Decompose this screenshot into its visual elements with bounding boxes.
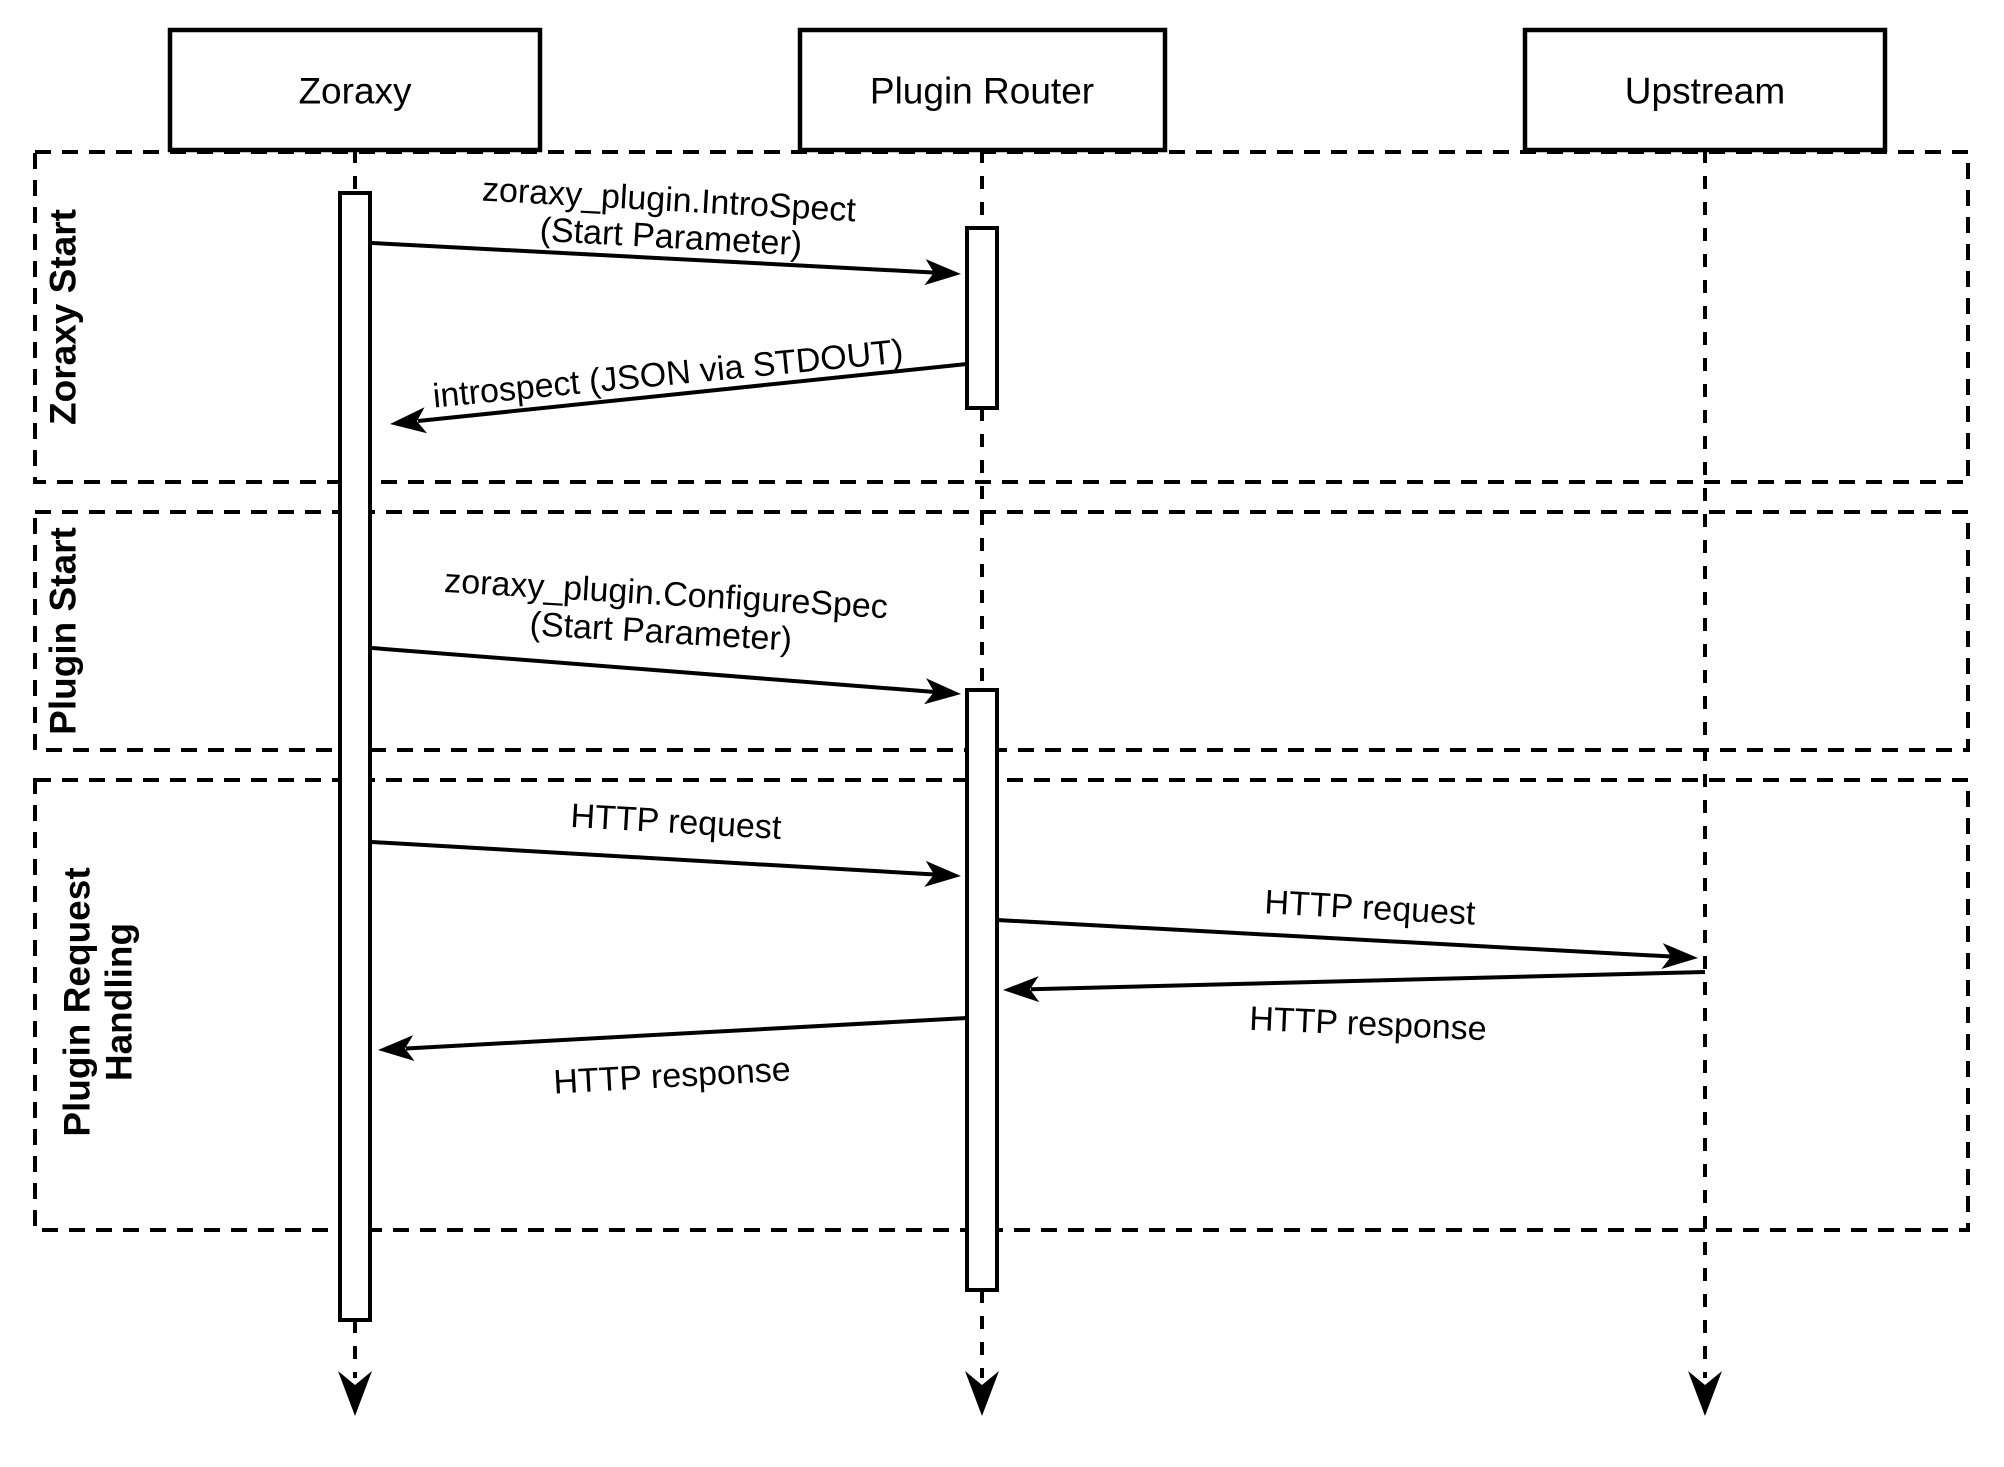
arrowhead-icon-http-request-zoraxy-to-router: [924, 860, 961, 887]
phase-label-plugin-request-handling-line1: Plugin Request: [57, 867, 98, 1136]
arrowhead-icon-introspect-call: [924, 259, 961, 286]
participant-label-plugin-router: Plugin Router: [870, 71, 1094, 112]
arrowhead-icon-introspect-return: [390, 407, 428, 434]
message-http-request-router-to-upstream: HTTP request: [996, 883, 1698, 969]
message-label-http-request-router-to-upstream: HTTP request: [1264, 883, 1477, 932]
message-line-introspect-call: [371, 241, 936, 275]
participant-label-upstream: Upstream: [1625, 71, 1785, 112]
participant-box-zoraxy: [167, 27, 543, 153]
activation-zoraxy: [338, 191, 372, 1322]
phase-label-plugin-request-handling-line2: Handling: [99, 923, 140, 1081]
lifeline-end-arrow-icon-plugin-router: [965, 1371, 999, 1416]
phase-band-zoraxy-start: [33, 150, 1970, 484]
message-label-http-response-upstream-to-router: HTTP response: [1249, 1000, 1488, 1048]
message-introspect-return: introspect (JSON via STDOUT): [390, 332, 968, 434]
phase-band-plugin-start: [33, 510, 1970, 752]
activation-plugin-router-1: [965, 226, 999, 410]
lifeline-end-arrow-icon-upstream: [1688, 1371, 1722, 1416]
arrowhead-icon-http-response-router-to-zoraxy: [378, 1035, 415, 1061]
message-line-configurespec-call: [371, 646, 936, 694]
message-http-request-zoraxy-to-router: HTTP request: [371, 797, 961, 887]
message-label-http-response-router-to-zoraxy: HTTP response: [552, 1050, 791, 1101]
message-line-http-response-router-to-zoraxy: [405, 1016, 968, 1051]
message-label-introspect-return: introspect (JSON via STDOUT): [431, 332, 905, 415]
message-label-http-request-zoraxy-to-router: HTTP request: [570, 797, 783, 847]
activations: [338, 191, 999, 1322]
phase-label-plugin-start: Plugin Start: [43, 527, 84, 735]
message-configurespec-call: zoraxy_plugin.ConfigureSpec (Start Param…: [371, 562, 961, 705]
activation-plugin-router-2: [965, 688, 999, 1292]
participants: Zoraxy Plugin Router Upstream: [167, 27, 1888, 153]
participant-label-zoraxy: Zoraxy: [298, 71, 412, 112]
phase-band-plugin-request-handling: [33, 778, 1970, 1232]
lifelines: [338, 150, 1722, 1416]
message-introspect-call: zoraxy_plugin.IntroSpect (Start Paramete…: [371, 171, 961, 286]
messages: zoraxy_plugin.IntroSpect (Start Paramete…: [371, 171, 1706, 1102]
message-line-http-request-router-to-upstream: [996, 918, 1672, 959]
message-line-http-response-upstream-to-router: [1030, 970, 1706, 992]
participant-box-upstream: [1522, 27, 1888, 153]
message-line-introspect-return: [417, 362, 968, 423]
message-line-http-request-zoraxy-to-router: [371, 840, 936, 877]
arrowhead-icon-http-request-router-to-upstream: [1661, 943, 1698, 969]
phase-label-zoraxy-start: Zoraxy Start: [43, 209, 84, 425]
arrowhead-icon-http-response-upstream-to-router: [1003, 976, 1040, 1003]
message-http-response-upstream-to-router: HTTP response: [1003, 970, 1706, 1048]
message-http-response-router-to-zoraxy: HTTP response: [378, 1016, 968, 1102]
phase-bands: Zoraxy Start Plugin Start Plugin Request…: [33, 150, 1970, 1232]
participant-box-plugin-router: [797, 27, 1168, 153]
lifeline-end-arrow-icon-zoraxy: [338, 1371, 372, 1416]
arrowhead-icon-configurespec-call: [924, 678, 961, 705]
